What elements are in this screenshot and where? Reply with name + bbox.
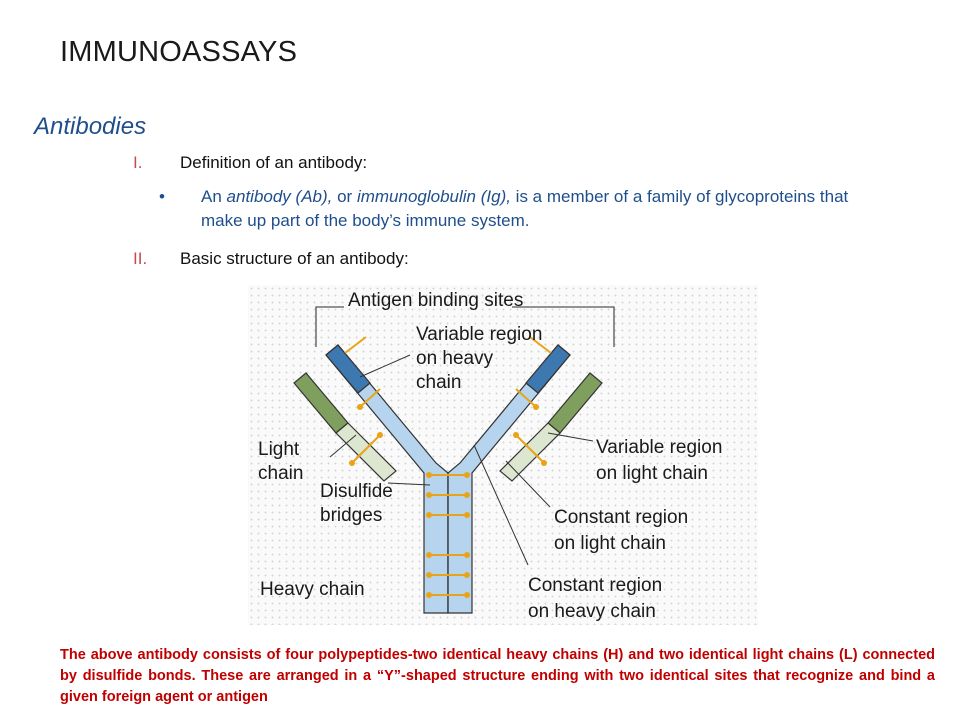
list-numeral-2: II. (133, 249, 148, 268)
slide-title: IMMUNOASSAYS (60, 36, 298, 68)
disulfide-bonds (344, 336, 552, 596)
section-heading: Antibodies (34, 113, 147, 140)
label-variable-heavy-3: chain (416, 372, 461, 393)
label-variable-light-2: on light chain (596, 463, 708, 484)
label-light-2: chain (258, 463, 303, 484)
label-disulfide-1: Disulfide (320, 481, 393, 502)
leader-lines (329, 354, 594, 566)
light-constant-left (335, 422, 397, 482)
term-antibody: antibody (Ab), (226, 187, 333, 206)
label-antigen-binding-sites: Antigen binding sites (348, 290, 523, 311)
label-constant-light-1: Constant region (554, 507, 688, 528)
light-variable-left (293, 372, 349, 434)
list-numeral-1: I. (133, 153, 143, 172)
antibody-diagram: Antigen binding sites Variable region on… (248, 285, 758, 625)
label-disulfide-2: bridges (320, 505, 382, 526)
heavy-variable-left (325, 344, 371, 394)
light-constant-right (499, 422, 561, 482)
label-constant-light-2: on light chain (554, 533, 666, 554)
label-variable-heavy-1: Variable region (416, 324, 542, 345)
antigen-bracket (315, 306, 615, 347)
label-variable-heavy-2: on heavy (416, 348, 494, 369)
heavy-variable-right (525, 344, 571, 394)
bullet-marker: • (159, 187, 165, 206)
light-variable-right (547, 372, 603, 434)
list-item-structure: Basic structure of an antibody: (180, 249, 409, 268)
label-variable-light-1: Variable region (596, 437, 722, 458)
label-constant-heavy-1: Constant region (528, 575, 662, 596)
antibody-diagram-svg: Antigen binding sites Variable region on… (258, 290, 722, 622)
label-heavy-chain: Heavy chain (260, 579, 365, 600)
list-item-definition: Definition of an antibody: (180, 153, 368, 172)
label-light-1: Light (258, 439, 300, 460)
figure-caption: The above antibody consists of four poly… (60, 647, 935, 705)
definition-text: An antibody (Ab), or immunoglobulin (Ig)… (201, 187, 849, 230)
sulfur-dots (349, 404, 547, 598)
term-immunoglobulin: immunoglobulin (Ig), (356, 187, 511, 206)
label-constant-heavy-2: on heavy chain (528, 601, 656, 622)
